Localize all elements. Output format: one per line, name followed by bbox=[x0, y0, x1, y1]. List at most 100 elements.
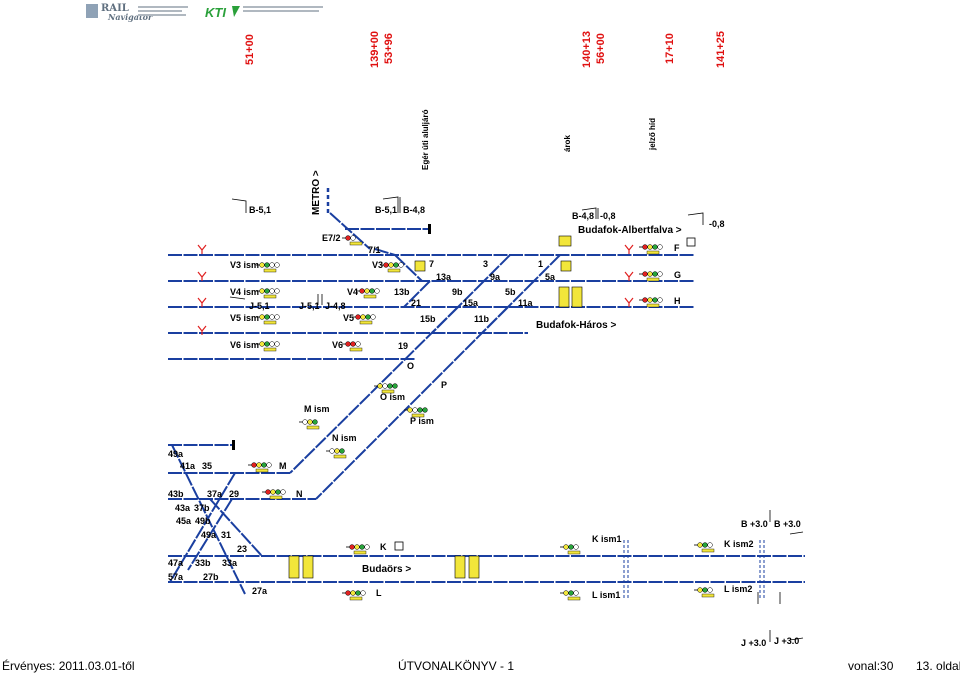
signal-label: O bbox=[407, 361, 414, 371]
signal-lamp bbox=[573, 544, 579, 550]
track-diag bbox=[394, 254, 423, 282]
switch-label: 11a bbox=[518, 298, 534, 308]
signal-lamp bbox=[274, 341, 280, 347]
signal-lamp bbox=[251, 462, 257, 468]
signal-lamp bbox=[417, 407, 423, 413]
signal-head bbox=[256, 288, 280, 299]
signal-labels: V3 ism V4 ism V5 ism V6 ism V3 V4 V5 V6 … bbox=[230, 233, 754, 600]
signal-lamp bbox=[642, 271, 648, 277]
switch-label: 9a bbox=[490, 272, 501, 282]
signal-label: V3 bbox=[372, 260, 383, 270]
signal-lamp bbox=[652, 297, 658, 303]
signal-plate bbox=[263, 268, 277, 273]
switch-label: 49a bbox=[168, 449, 184, 459]
signal-lamp bbox=[393, 262, 399, 268]
km-posts: 51+00 139+00 53+96 140+13 56+00 17+10 14… bbox=[244, 31, 727, 68]
signal-lamp bbox=[657, 244, 663, 250]
signal-head bbox=[356, 288, 380, 299]
track-diag bbox=[457, 280, 485, 308]
signal-lamp bbox=[269, 314, 275, 320]
km-post: 140+13 bbox=[581, 31, 593, 68]
signal-lamp bbox=[657, 271, 663, 277]
switch-label: 35 bbox=[202, 461, 212, 471]
rail-navigator-logo: RAIL Navigator bbox=[86, 3, 188, 22]
switch-label: 45a bbox=[176, 516, 192, 526]
signal-lamp bbox=[364, 544, 370, 550]
signal-head bbox=[342, 235, 363, 246]
speed-board bbox=[288, 555, 300, 579]
board-label: J-5,1 bbox=[299, 301, 320, 311]
signal-lamp bbox=[269, 262, 275, 268]
board-label: B-4,8 bbox=[572, 211, 594, 221]
switch-label: 49b bbox=[195, 516, 211, 526]
board-label: B-5,1 bbox=[375, 205, 397, 215]
signal-label: G bbox=[674, 270, 681, 280]
signal-lamp bbox=[275, 489, 281, 495]
signal-lamp bbox=[647, 297, 653, 303]
signal-lamp bbox=[383, 262, 389, 268]
signal-head bbox=[560, 544, 581, 555]
signal-label: V4 ism bbox=[230, 287, 259, 297]
signal-lamp bbox=[652, 244, 658, 250]
signal-head bbox=[342, 341, 363, 352]
switch-label: 7/1 bbox=[368, 245, 381, 255]
signal-head bbox=[639, 297, 663, 308]
telephone-icon bbox=[686, 237, 696, 247]
logo-rail-sub: Navigator bbox=[107, 12, 153, 22]
signal-lamp bbox=[274, 262, 280, 268]
signal-lamp bbox=[270, 489, 276, 495]
switch-label: 57a bbox=[168, 572, 184, 582]
signal-lamp bbox=[642, 244, 648, 250]
switch-label: 1 bbox=[538, 259, 543, 269]
km-post: 53+96 bbox=[383, 33, 395, 64]
km-post: 141+25 bbox=[715, 31, 727, 68]
signal-head bbox=[256, 314, 280, 325]
switch-label: 27b bbox=[203, 572, 219, 582]
signal-head bbox=[374, 383, 398, 394]
tracks bbox=[168, 212, 805, 595]
switch-label: 15a bbox=[463, 298, 479, 308]
signal-lamp bbox=[355, 341, 361, 347]
signal-label: K ism1 bbox=[592, 534, 622, 544]
signal-lamp bbox=[359, 544, 365, 550]
board-label: B-4,8 bbox=[403, 205, 425, 215]
board-label: B +3.0 bbox=[774, 519, 801, 529]
signal-lamp bbox=[302, 419, 308, 425]
signal-lamp bbox=[269, 341, 275, 347]
signal-lamp bbox=[707, 542, 713, 548]
track-diag bbox=[374, 248, 396, 256]
signal-head bbox=[694, 542, 715, 553]
switch-label: 33b bbox=[195, 558, 211, 568]
signal-label: V6 bbox=[332, 340, 343, 350]
signal-plate bbox=[646, 303, 660, 308]
km-post: 51+00 bbox=[244, 34, 256, 65]
switch-label: 7 bbox=[429, 259, 434, 269]
signal-label: N ism bbox=[332, 433, 357, 443]
signal-head bbox=[352, 314, 376, 325]
switch-label: 27a bbox=[252, 586, 268, 596]
signal-plate bbox=[646, 277, 660, 282]
signal-lamp bbox=[266, 462, 272, 468]
signal-head bbox=[404, 407, 428, 418]
switch-label: 13b bbox=[394, 287, 410, 297]
structure-labels: Egér úti aluljáró árok jelző híd METRO > bbox=[311, 109, 657, 215]
signal-plate bbox=[269, 495, 283, 500]
switch-label: 37b bbox=[194, 503, 210, 513]
signal-label: P ism bbox=[410, 416, 434, 426]
kti-logo: KTI bbox=[205, 5, 323, 20]
switch-label: 21 bbox=[411, 298, 421, 308]
direction-haros: Budafok-Háros > bbox=[536, 320, 616, 331]
signal-head bbox=[326, 448, 347, 459]
board-label: B-5,1 bbox=[249, 205, 271, 215]
board-label: J +3.0 bbox=[774, 636, 799, 646]
switch-label: 19 bbox=[398, 341, 408, 351]
logo-kti-text: KTI bbox=[205, 5, 226, 20]
signal-lamp bbox=[652, 271, 658, 277]
bridge-marks bbox=[623, 540, 765, 600]
signal-lamp bbox=[388, 262, 394, 268]
km-post: 56+00 bbox=[595, 33, 607, 64]
board-label: J-4,8 bbox=[325, 301, 346, 311]
switch-label: 13a bbox=[436, 272, 452, 282]
signal-label: M ism bbox=[304, 404, 330, 414]
